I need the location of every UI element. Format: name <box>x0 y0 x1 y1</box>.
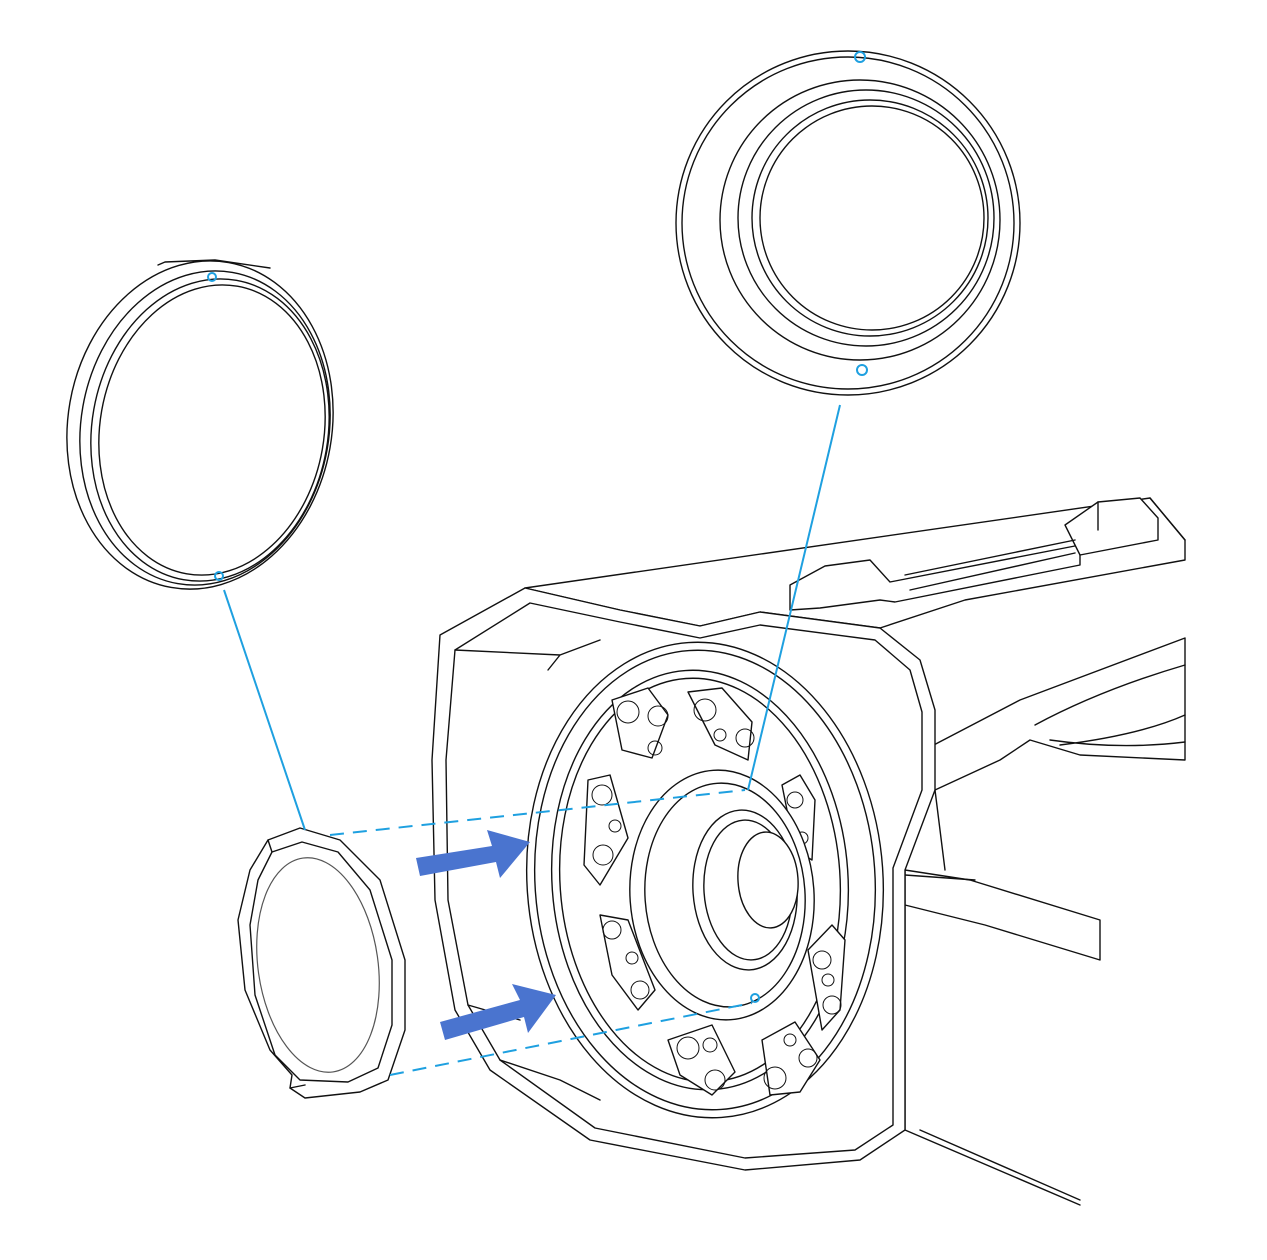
lens-glass <box>737 831 799 929</box>
camera-body <box>431 497 1186 1206</box>
body-side-arm <box>904 637 1186 791</box>
part-ring-b <box>675 50 1021 396</box>
mounting-screw-hole <box>750 993 760 1003</box>
arrow-right-icon <box>416 830 530 878</box>
body-lower-side <box>904 869 1101 961</box>
arrow-right-icon <box>440 984 556 1040</box>
part-ring-c <box>237 827 406 1099</box>
mounting-point-top <box>854 51 866 63</box>
mounting-point-top <box>207 272 217 282</box>
led-pocket-array <box>583 687 846 1096</box>
leader-lines <box>223 404 841 1076</box>
mounting-point-bottom <box>856 364 868 376</box>
mounting-point-bottom <box>214 571 224 581</box>
part-ring-a <box>66 259 334 590</box>
top-rail-front <box>789 544 1081 611</box>
